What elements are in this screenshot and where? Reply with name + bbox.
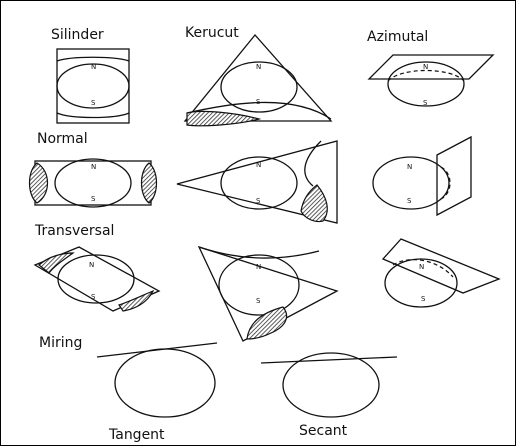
south-pole-mark: S <box>91 293 96 301</box>
north-pole-mark: N <box>256 161 261 169</box>
north-pole-mark: N <box>256 63 261 71</box>
cone-normal-figure: N S <box>185 35 331 126</box>
silinder-label: Silinder <box>51 27 104 43</box>
kerucut-label: Kerucut <box>185 25 239 41</box>
north-pole-mark: N <box>256 263 261 271</box>
south-pole-mark: S <box>256 297 261 305</box>
south-pole-mark: S <box>256 197 261 205</box>
azimuthal-transversal-figure: N S <box>373 137 471 215</box>
cone-oblique-figure: N S <box>199 247 337 341</box>
south-pole-mark: S <box>421 295 426 303</box>
cylinder-normal-figure: N S <box>57 49 129 123</box>
secant-label: Secant <box>299 423 347 439</box>
north-pole-mark: N <box>91 163 96 171</box>
south-pole-mark: S <box>423 99 428 107</box>
south-pole-mark: S <box>91 99 96 107</box>
tangent-label: Tangent <box>109 427 165 443</box>
north-pole-mark: N <box>419 263 424 271</box>
cylinder-oblique-figure: N S <box>35 247 159 311</box>
cylinder-transversal-figure: N S <box>30 159 157 207</box>
tangent-figure <box>97 343 217 417</box>
cone-transversal-figure: N S <box>177 141 337 223</box>
south-pole-mark: S <box>91 195 96 203</box>
north-pole-mark: N <box>91 63 96 71</box>
north-pole-mark: N <box>407 163 412 171</box>
south-pole-mark: S <box>256 98 261 106</box>
miring-label: Miring <box>39 335 82 351</box>
transversal-label: Transversal <box>35 223 114 239</box>
azimuthal-oblique-figure: N S <box>383 239 499 307</box>
north-pole-mark: N <box>423 63 428 71</box>
secant-figure <box>261 353 397 417</box>
north-pole-mark: N <box>89 261 94 269</box>
azimuthal-normal-figure: N S <box>369 55 493 107</box>
south-pole-mark: S <box>407 197 412 205</box>
azimutal-label: Azimutal <box>367 29 428 45</box>
normal-label: Normal <box>37 131 88 147</box>
